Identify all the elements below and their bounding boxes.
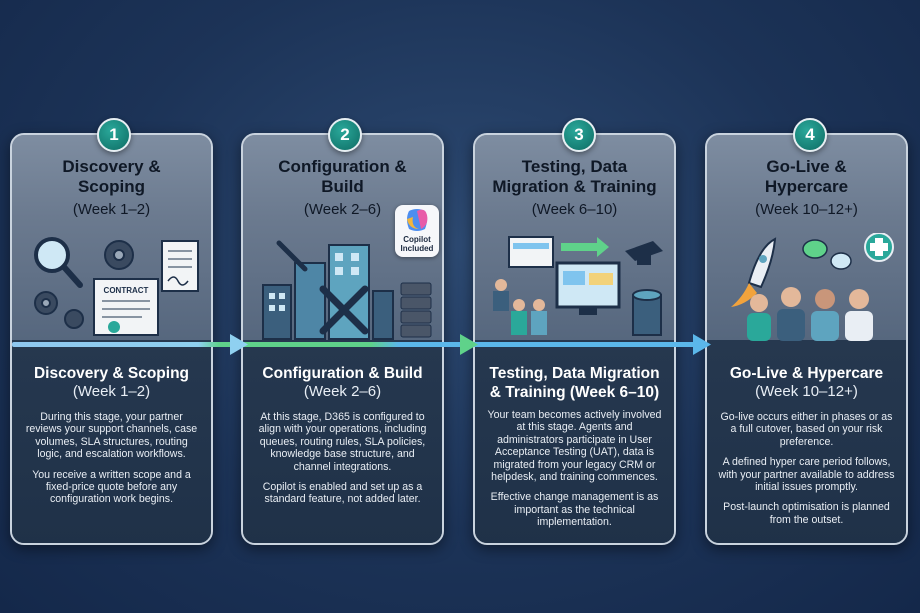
description-paragraph: Copilot is enabled and set up as a stand… xyxy=(262,481,423,506)
database-icon xyxy=(632,289,662,336)
arrow-icon xyxy=(561,237,609,257)
arrow-head-1 xyxy=(230,334,248,355)
stage-title-top: Testing, Data Migration & Training xyxy=(492,157,657,196)
stage-description: During this stage, your partner reviews … xyxy=(22,411,201,514)
description-paragraph: Go-live occurs either in phases or as a … xyxy=(720,411,893,448)
copilot-badge-label: Copilot Included xyxy=(400,235,434,253)
stage-title-bottom: Go-Live & Hypercare xyxy=(729,365,884,382)
stage-title-bottom: Discovery & Scoping xyxy=(33,365,190,382)
magnifier-icon xyxy=(34,237,83,288)
stage-title-bottom: Testing, Data Migration & Training (Week… xyxy=(489,365,660,401)
step-badge-4: 4 xyxy=(793,118,827,152)
contract-label: CONTRACT xyxy=(104,286,149,295)
copilot-logo-icon xyxy=(407,209,428,231)
stage-week-top: (Week 1–2) xyxy=(72,201,151,218)
tool-icon xyxy=(276,240,308,272)
description-paragraph: Post-launch optimisation is planned from… xyxy=(723,501,890,526)
support-team-icon xyxy=(747,287,873,341)
stage-week-top: (Week 10–12+) xyxy=(755,201,858,218)
card-lower-panel xyxy=(12,340,211,543)
stage-description: At this stage, D365 is configured to ali… xyxy=(253,411,432,514)
description-paragraph: A defined hyper care period follows, wit… xyxy=(718,456,895,494)
stage-title-bottom: Configuration & Build xyxy=(262,365,423,382)
step-badge-3: 3 xyxy=(562,118,596,152)
chat-bubble-icon xyxy=(802,239,852,270)
monitor-icon xyxy=(555,261,621,315)
stage-description: Go-live occurs either in phases or as a … xyxy=(717,411,896,534)
signed-document-icon xyxy=(161,240,199,292)
step-badge-1: 1 xyxy=(97,118,131,152)
description-paragraph: During this stage, your partner reviews … xyxy=(25,411,198,461)
medical-cross-icon xyxy=(864,233,894,262)
golive-illustration xyxy=(731,233,894,341)
arrow-head-2 xyxy=(460,334,478,355)
stage-description: Your team becomes actively involved at t… xyxy=(485,409,664,537)
stage-title-top: Discovery & Scoping xyxy=(62,157,161,196)
stage-week-bottom: (Week 1–2) xyxy=(72,383,151,400)
wrench-icon xyxy=(319,285,369,335)
step-badge-2: 2 xyxy=(328,118,362,152)
stage-title-top: Go-Live & Hypercare xyxy=(764,157,849,196)
card-lower-panel xyxy=(243,340,442,543)
description-paragraph: Effective change management is as import… xyxy=(490,491,659,529)
build-illustration xyxy=(262,240,432,340)
discovery-illustration: CONTRACT xyxy=(34,237,199,336)
stage-card-discovery: Discovery & Scoping (Week 1–2) CONTRACT xyxy=(10,133,213,545)
stage-card-testing: Testing, Data Migration & Training (Week… xyxy=(473,133,676,545)
card-lower-panel xyxy=(707,340,906,543)
server-stack-icon xyxy=(400,282,432,338)
stage-title-top: Configuration & Build xyxy=(278,157,407,196)
testing-illustration xyxy=(493,236,663,336)
copilot-badge: Copilot Included xyxy=(395,205,439,257)
gear-icon xyxy=(34,240,134,329)
stage-week-top: (Week 6–10) xyxy=(531,201,618,218)
description-paragraph: Your team becomes actively involved at t… xyxy=(487,409,662,484)
rocket-icon xyxy=(731,237,777,307)
card-lower-panel xyxy=(475,340,674,543)
flow-arrow-line xyxy=(12,334,711,355)
contract-document-icon: CONTRACT xyxy=(93,278,159,336)
arrow-head-3 xyxy=(693,334,711,355)
stage-card-configuration: Configuration & Build (Week 2–6) Copilot… xyxy=(241,133,444,545)
graduation-cap-icon xyxy=(625,241,663,265)
people-icon xyxy=(493,279,547,335)
description-paragraph: You receive a written scope and a fixed-… xyxy=(32,468,191,506)
stage-week-top: (Week 2–6) xyxy=(303,201,382,218)
stage-week-bottom: (Week 2–6) xyxy=(303,383,382,400)
stage-card-golive: Go-Live & Hypercare (Week 10–12+) Go-L xyxy=(705,133,908,545)
description-paragraph: At this stage, D365 is configured to ali… xyxy=(258,411,427,473)
window-icon xyxy=(508,236,554,268)
stage-week-bottom: (Week 10–12+) xyxy=(755,383,858,400)
